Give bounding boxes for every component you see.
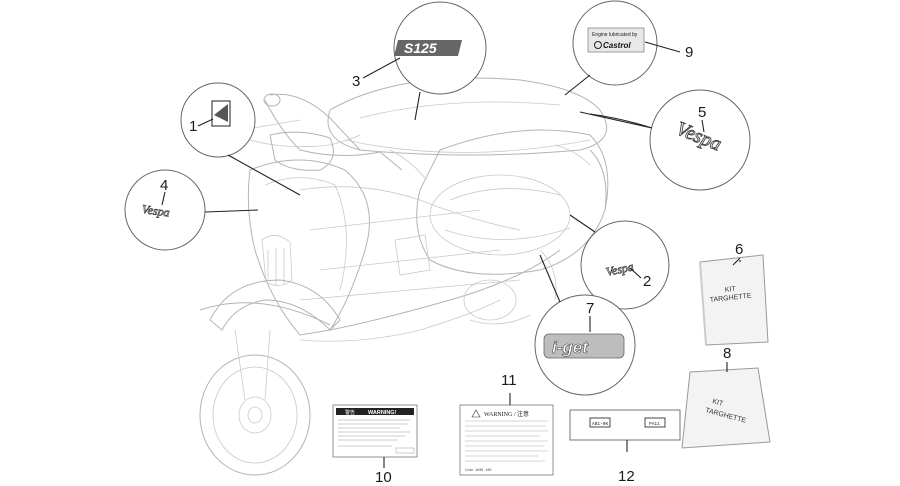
callout-bubble-1 — [180, 82, 301, 196]
decal-s125-badge: S125 — [394, 40, 462, 56]
callout-1: 1 — [189, 118, 197, 135]
decal-castrol: Engine lubricated by Castrol — [587, 27, 645, 53]
warning-label-11: WARNING / 注意 Code 1b06 160 — [459, 393, 554, 476]
warning11-title: WARNING / 注意 — [484, 410, 529, 418]
plate-right-text: PA11 — [649, 421, 660, 427]
kit-bag-6: KIT TARGHETTE — [699, 254, 769, 346]
callout-bubble-4: Vespa — [124, 169, 259, 251]
kit6-line2: TARGHETTE — [709, 293, 752, 304]
callout-bubble-9: Engine lubricated by Castrol — [564, 0, 658, 96]
vespa-right-text: Vespa — [605, 259, 635, 279]
callout-8: 8 — [723, 345, 731, 362]
warning-label-10: 警告 WARNING! — [332, 404, 418, 468]
kit-bag-8: KIT TARGHETTE — [681, 362, 771, 449]
castrol-line1: Engine lubricated by — [592, 32, 638, 38]
callout-11: 11 — [501, 372, 517, 389]
decal-vespa-script-left: Vespa — [141, 201, 171, 220]
callout-9: 9 — [685, 44, 693, 61]
plate-label-12: AB1-0K PA11 — [569, 409, 681, 452]
callout-10: 10 — [375, 469, 392, 486]
callout-bubble-7: i-get — [534, 254, 636, 396]
callout-6: 6 — [735, 241, 743, 258]
warning10-title: WARNING! — [368, 410, 397, 416]
callout-bubble-2: Vespa — [569, 214, 670, 310]
callout-12: 12 — [618, 468, 635, 485]
s125-text: S125 — [404, 40, 437, 56]
plate-left-text: AB1-0K — [592, 421, 609, 427]
decal-iget: i-get — [543, 333, 625, 359]
kit8-line1: KIT — [711, 398, 724, 408]
callout-numbers: 1 2 3 4 5 6 7 8 9 10 11 12 — [160, 41, 743, 486]
callout-7: 7 — [586, 300, 594, 317]
iget-text: i-get — [552, 338, 589, 357]
warning11-code: Code 1b06 160 — [465, 468, 491, 473]
callout-5: 5 — [698, 104, 706, 121]
warning10-cn: 警告 — [345, 409, 355, 416]
decal-small-square — [211, 100, 231, 127]
callout-bubble-3: S125 — [393, 1, 487, 121]
kit6-line1: KIT — [724, 286, 736, 294]
castrol-line2: Castrol — [603, 41, 631, 50]
decal-vespa-script-right: Vespa — [604, 259, 635, 279]
callout-bubble-5: Vespa — [579, 89, 751, 191]
callout-3: 3 — [352, 73, 360, 90]
callout-4: 4 — [160, 177, 168, 194]
callout-2: 2 — [643, 273, 651, 290]
vespa-left-text: Vespa — [141, 202, 171, 220]
